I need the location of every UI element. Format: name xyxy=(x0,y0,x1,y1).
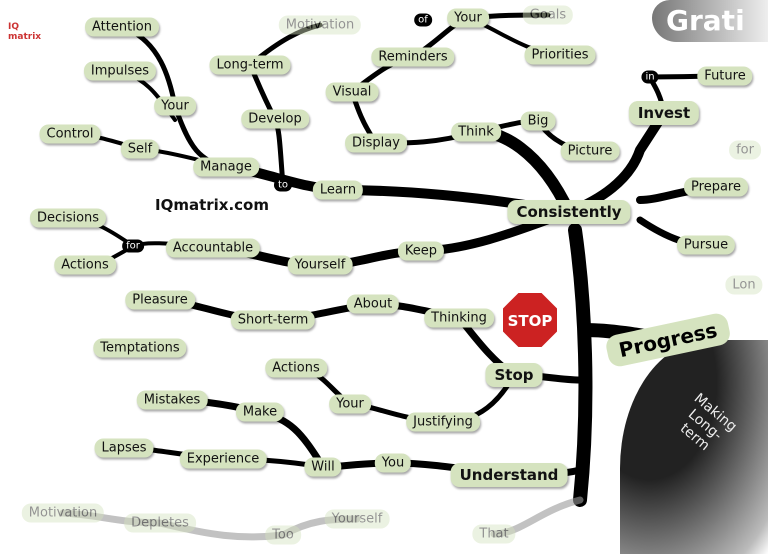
node-picture[interactable]: Picture xyxy=(560,141,620,161)
node-long-term[interactable]: Long-term xyxy=(209,55,291,75)
node-accountable[interactable]: Accountable xyxy=(165,238,261,258)
node-lon[interactable]: Lon xyxy=(725,275,763,295)
stop-sign-icon: STOP xyxy=(501,291,559,349)
node-yourself-bottom[interactable]: Yourself xyxy=(324,509,390,529)
branch xyxy=(293,365,517,425)
node-develop[interactable]: Develop xyxy=(241,109,309,129)
node-too[interactable]: Too xyxy=(265,525,301,545)
node-make[interactable]: Make xyxy=(235,402,285,422)
node-motivation-bottom[interactable]: Motivation xyxy=(21,503,105,523)
node-justifying[interactable]: Justifying xyxy=(406,412,480,432)
node-decisions[interactable]: Decisions xyxy=(29,208,107,228)
node-think[interactable]: Think xyxy=(451,122,501,142)
node-temptations[interactable]: Temptations xyxy=(93,338,187,358)
node-visual[interactable]: Visual xyxy=(325,82,379,102)
node-goals[interactable]: Goals xyxy=(522,5,574,25)
node-yourself[interactable]: Yourself xyxy=(287,255,353,275)
node-for-right[interactable]: for xyxy=(729,140,761,160)
node-invest[interactable]: Invest xyxy=(628,101,700,125)
stop-sign-text: STOP xyxy=(508,312,553,330)
node-future[interactable]: Future xyxy=(697,66,753,86)
header-fragment: Grati xyxy=(652,0,768,42)
logo: IQ matrix xyxy=(8,22,42,42)
node-actions-mid[interactable]: Actions xyxy=(265,358,327,378)
node-for-left[interactable]: for xyxy=(122,239,144,253)
node-stop[interactable]: Stop xyxy=(485,363,543,387)
node-pursue[interactable]: Pursue xyxy=(676,235,736,255)
node-about[interactable]: About xyxy=(346,294,400,314)
node-short-term[interactable]: Short-term xyxy=(230,310,316,330)
node-control[interactable]: Control xyxy=(39,124,101,144)
node-learn[interactable]: Learn xyxy=(312,180,364,200)
node-self[interactable]: Self xyxy=(120,139,160,159)
node-manage[interactable]: Manage xyxy=(193,157,259,177)
node-your-left[interactable]: Your xyxy=(154,96,196,116)
node-big[interactable]: Big xyxy=(520,111,556,131)
node-lapses[interactable]: Lapses xyxy=(94,438,154,458)
node-you[interactable]: You xyxy=(374,453,412,473)
node-consistently[interactable]: Consistently xyxy=(507,200,631,224)
branch xyxy=(568,223,593,507)
branch xyxy=(246,22,323,188)
brand-text: IQmatrix.com xyxy=(155,196,269,214)
node-depletes[interactable]: Depletes xyxy=(124,513,196,533)
node-prepare[interactable]: Prepare xyxy=(684,177,748,197)
node-your-goals[interactable]: Your xyxy=(447,8,489,28)
node-motivation-top[interactable]: Motivation xyxy=(278,15,362,35)
node-mistakes[interactable]: Mistakes xyxy=(136,390,208,410)
node-attention[interactable]: Attention xyxy=(85,17,159,37)
node-will[interactable]: Will xyxy=(304,457,342,477)
node-understand[interactable]: Understand xyxy=(450,463,568,487)
node-experience[interactable]: Experience xyxy=(179,449,267,469)
node-keep[interactable]: Keep xyxy=(397,241,445,261)
node-impulses[interactable]: Impulses xyxy=(83,61,157,81)
node-of[interactable]: of xyxy=(414,13,432,27)
node-pleasure[interactable]: Pleasure xyxy=(125,290,195,310)
node-display[interactable]: Display xyxy=(345,133,407,153)
branch xyxy=(208,207,574,270)
node-priorities[interactable]: Priorities xyxy=(524,45,596,65)
node-to[interactable]: to xyxy=(273,178,293,192)
node-in[interactable]: in xyxy=(641,70,659,84)
node-your-mid[interactable]: Your xyxy=(329,394,371,414)
node-thinking[interactable]: Thinking xyxy=(424,308,494,328)
node-reminders[interactable]: Reminders xyxy=(371,47,455,67)
node-actions-left[interactable]: Actions xyxy=(54,255,116,275)
node-that[interactable]: That xyxy=(472,524,516,544)
